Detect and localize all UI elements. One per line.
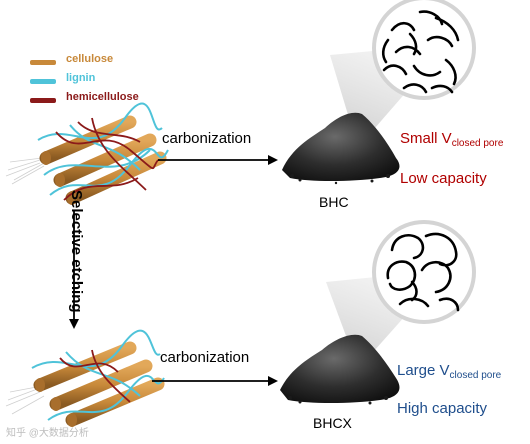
fiber-bundle-bottom xyxy=(5,329,165,427)
volume-prefix-bottom: Large V xyxy=(397,362,450,379)
legend-swatch-hemicellulose xyxy=(30,98,56,103)
volume-subscript-bottom: closed pore xyxy=(449,370,502,381)
magnified-pores-bottom xyxy=(372,220,476,324)
carbonization-label-bottom: carbonization xyxy=(160,349,250,366)
carbon-pile-top xyxy=(282,0,476,185)
magnified-pores-top xyxy=(372,0,476,100)
legend-label-hemicellulose: hemicellulose xyxy=(66,91,139,103)
fiber-bundle-top xyxy=(5,102,169,205)
legend-swatch-cellulose xyxy=(30,60,56,65)
watermark: 知乎 @大数据分析 xyxy=(6,428,89,439)
closed-pore-volume-top: Small Vclosed pore xyxy=(400,130,503,149)
capacity-label-bottom: High capacity xyxy=(397,400,488,417)
legend-label-lignin: lignin xyxy=(66,72,96,84)
product-label-bhc: BHC xyxy=(319,194,349,210)
legend-label-cellulose: cellulose xyxy=(66,53,114,65)
closed-pore-volume-bottom: Large Vclosed pore xyxy=(397,362,501,381)
legend-swatch-lignin xyxy=(30,79,56,84)
volume-subscript-top: closed pore xyxy=(451,138,504,149)
selective-etching-label: Selective etching xyxy=(68,190,85,313)
carbonization-label-top: carbonization xyxy=(162,130,252,147)
carbon-pile-bottom xyxy=(280,220,476,405)
volume-prefix-top: Small V xyxy=(400,130,452,147)
capacity-label-top: Low capacity xyxy=(400,170,487,187)
product-label-bhcx: BHCX xyxy=(313,415,352,431)
